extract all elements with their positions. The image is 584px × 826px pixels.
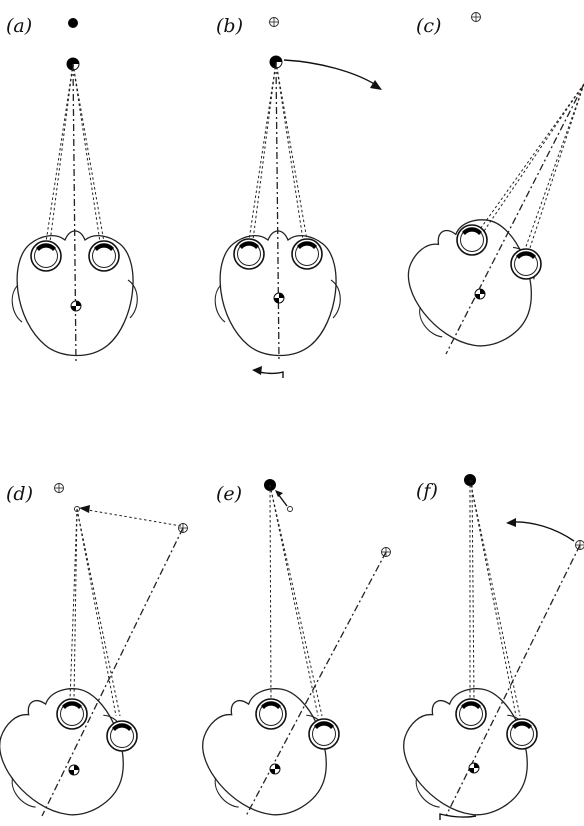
distant-target-mark [269, 17, 279, 27]
right-ear [330, 279, 341, 319]
left-sight-line [69, 508, 78, 701]
head-outline [0, 688, 124, 816]
left-eye [56, 698, 88, 730]
gaze-shift-arrow [283, 59, 377, 86]
midline-axis [445, 83, 584, 355]
right-eye [291, 238, 323, 270]
distant-target-dot [68, 18, 78, 28]
right-sight-line-2 [269, 484, 319, 717]
left-ear [214, 777, 239, 808]
right-sight-line [72, 63, 105, 243]
gaze-return-arrowhead [506, 518, 516, 527]
left-sight-line [45, 63, 74, 243]
head-rotation-arrow [439, 813, 477, 820]
head-centre-mark [70, 300, 82, 312]
panel-e: (e) [202, 479, 391, 817]
head-centre-mark [474, 288, 486, 300]
panel-e-label: (e) [216, 483, 242, 505]
distant-target-mark [471, 12, 481, 22]
head-outline [219, 230, 337, 357]
right-sight-line-2 [523, 83, 584, 253]
gaze-return-arrow [511, 521, 575, 542]
midline-axis [245, 551, 387, 817]
panel-c: (c) [407, 12, 584, 355]
midline-axis [445, 544, 581, 817]
panel-f-label: (f) [416, 480, 438, 502]
panel-a: (a) [6, 15, 138, 365]
right-eye [88, 240, 120, 272]
panel-c-label: (c) [416, 15, 441, 37]
right-sight-line-2 [72, 63, 101, 243]
left-ear [11, 777, 36, 808]
right-eye [510, 248, 542, 280]
target-displacement-arrowhead [79, 505, 90, 513]
panel-b: (b) [214, 15, 382, 378]
right-sight-line [269, 484, 323, 717]
right-eye [506, 718, 538, 750]
left-sight-line-2 [49, 63, 74, 243]
near-target-dot [287, 506, 293, 512]
left-sight-line-2 [481, 83, 584, 235]
midline-axis [72, 63, 77, 365]
right-ear [127, 279, 138, 319]
panel-b-label: (b) [216, 15, 243, 37]
right-sight-line-2 [275, 61, 304, 241]
left-ear [419, 306, 443, 338]
head-outline [407, 219, 532, 347]
distant-target-mark [54, 483, 64, 493]
head-centre-mark [269, 763, 281, 775]
right-eye [308, 718, 340, 750]
target-move-line [277, 493, 288, 507]
right-sight-line [527, 83, 584, 255]
left-ear [214, 284, 226, 323]
left-sight-line [248, 61, 277, 241]
target-move-arrowhead [275, 490, 283, 497]
panel-f: (f) [403, 474, 584, 820]
left-eye [30, 240, 62, 272]
left-eye [455, 698, 487, 730]
left-eye [255, 698, 287, 730]
right-sight-line [76, 508, 121, 717]
midline-axis [275, 61, 280, 363]
panel-d-label: (d) [6, 483, 33, 505]
gaze-shift-arrowhead [370, 80, 382, 90]
target-displacement-line [81, 508, 182, 527]
left-sight-line [269, 484, 272, 701]
midline-axis [41, 527, 184, 817]
right-sight-line [275, 61, 308, 241]
left-sight-line [477, 83, 584, 233]
left-sight-line-2 [252, 61, 277, 241]
left-ear [11, 284, 23, 323]
head-centre-mark [273, 292, 285, 304]
left-sight-line-2 [73, 508, 78, 701]
panel-a-label: (a) [6, 15, 32, 37]
left-eye [233, 238, 265, 270]
left-ear [415, 777, 440, 808]
head-centre-mark [468, 762, 480, 774]
head-rotation-arrowhead [252, 366, 262, 375]
head-outline [202, 688, 327, 816]
left-eye [456, 224, 488, 256]
head-outline [403, 688, 528, 816]
left-sight-line-2 [471, 479, 475, 701]
right-sight-line-2 [76, 508, 117, 717]
head-centre-mark [68, 764, 80, 776]
right-sight-line [469, 479, 521, 717]
right-eye [106, 720, 138, 752]
right-sight-line-2 [469, 479, 517, 717]
head-outline [16, 230, 134, 357]
panel-d: (d) [0, 483, 188, 817]
